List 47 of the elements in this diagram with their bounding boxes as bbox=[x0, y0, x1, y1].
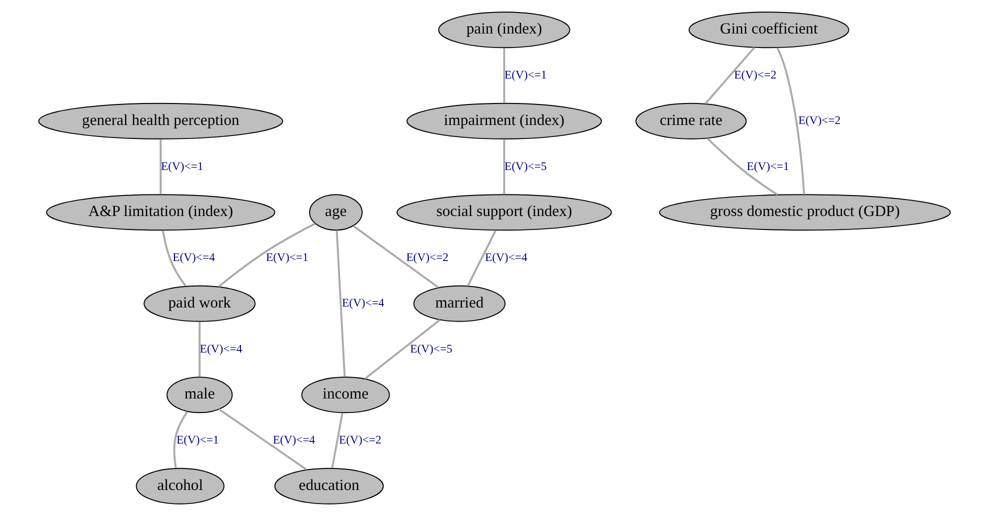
node-ellipse: social support (index) bbox=[396, 194, 612, 231]
node-ellipse: gross domestic product (GDP) bbox=[658, 194, 950, 231]
edge-label: E(V)<=1 bbox=[746, 160, 789, 173]
connector bbox=[352, 225, 438, 288]
edge-label: E(V)<=4 bbox=[272, 434, 315, 447]
node-ellipse: married bbox=[412, 285, 506, 322]
edge-label: E(V)<=2 bbox=[406, 251, 448, 264]
node-ellipse: paid work bbox=[143, 285, 256, 322]
edge-label: E(V)<=1 bbox=[176, 434, 218, 447]
edge-label: E(V)<=4 bbox=[484, 251, 527, 264]
edge-label: E(V)<=1 bbox=[504, 68, 546, 82]
node-ellipse: age bbox=[308, 194, 362, 231]
connector bbox=[704, 47, 754, 104]
node-ellipse: pain (index) bbox=[438, 12, 570, 48]
edge-label: E(V)<=5 bbox=[410, 342, 452, 356]
node-ellipse: impairment (index) bbox=[406, 102, 602, 140]
connector bbox=[198, 322, 200, 377]
connector bbox=[502, 48, 505, 103]
edge-label: E(V)<=1 bbox=[266, 251, 308, 264]
connector bbox=[466, 230, 496, 286]
connector bbox=[330, 412, 343, 468]
connector bbox=[776, 48, 805, 195]
connector bbox=[335, 230, 346, 377]
node-ellipse: crime rate bbox=[634, 102, 746, 140]
connector bbox=[502, 139, 505, 194]
edge-label: E(V)<=2 bbox=[338, 434, 381, 447]
node-ellipse: education bbox=[274, 468, 384, 504]
connector bbox=[161, 230, 186, 287]
connector bbox=[159, 139, 162, 194]
node-ellipse: income bbox=[300, 376, 390, 414]
node-ellipse: alcohol bbox=[135, 468, 224, 504]
edge-label: E(V)<=2 bbox=[798, 114, 840, 128]
node-ellipse: general health perception bbox=[38, 102, 283, 140]
connector bbox=[172, 411, 188, 468]
node-ellipse: Gini coefficient bbox=[688, 12, 849, 48]
edge-label: E(V)<=4 bbox=[341, 296, 384, 310]
node-ellipse: A&P limitation (index) bbox=[46, 194, 275, 231]
connector bbox=[218, 222, 316, 288]
edge-label: E(V)<=4 bbox=[172, 251, 214, 264]
edge-label: E(V)<=5 bbox=[504, 160, 546, 173]
connector bbox=[218, 408, 307, 470]
edge-label: E(V)<=1 bbox=[160, 160, 203, 173]
connector bbox=[706, 138, 778, 196]
edge-label: E(V)<=4 bbox=[199, 342, 242, 356]
edge-label: E(V)<=2 bbox=[734, 68, 776, 82]
connector bbox=[364, 319, 440, 380]
node-ellipse: male bbox=[166, 376, 232, 414]
